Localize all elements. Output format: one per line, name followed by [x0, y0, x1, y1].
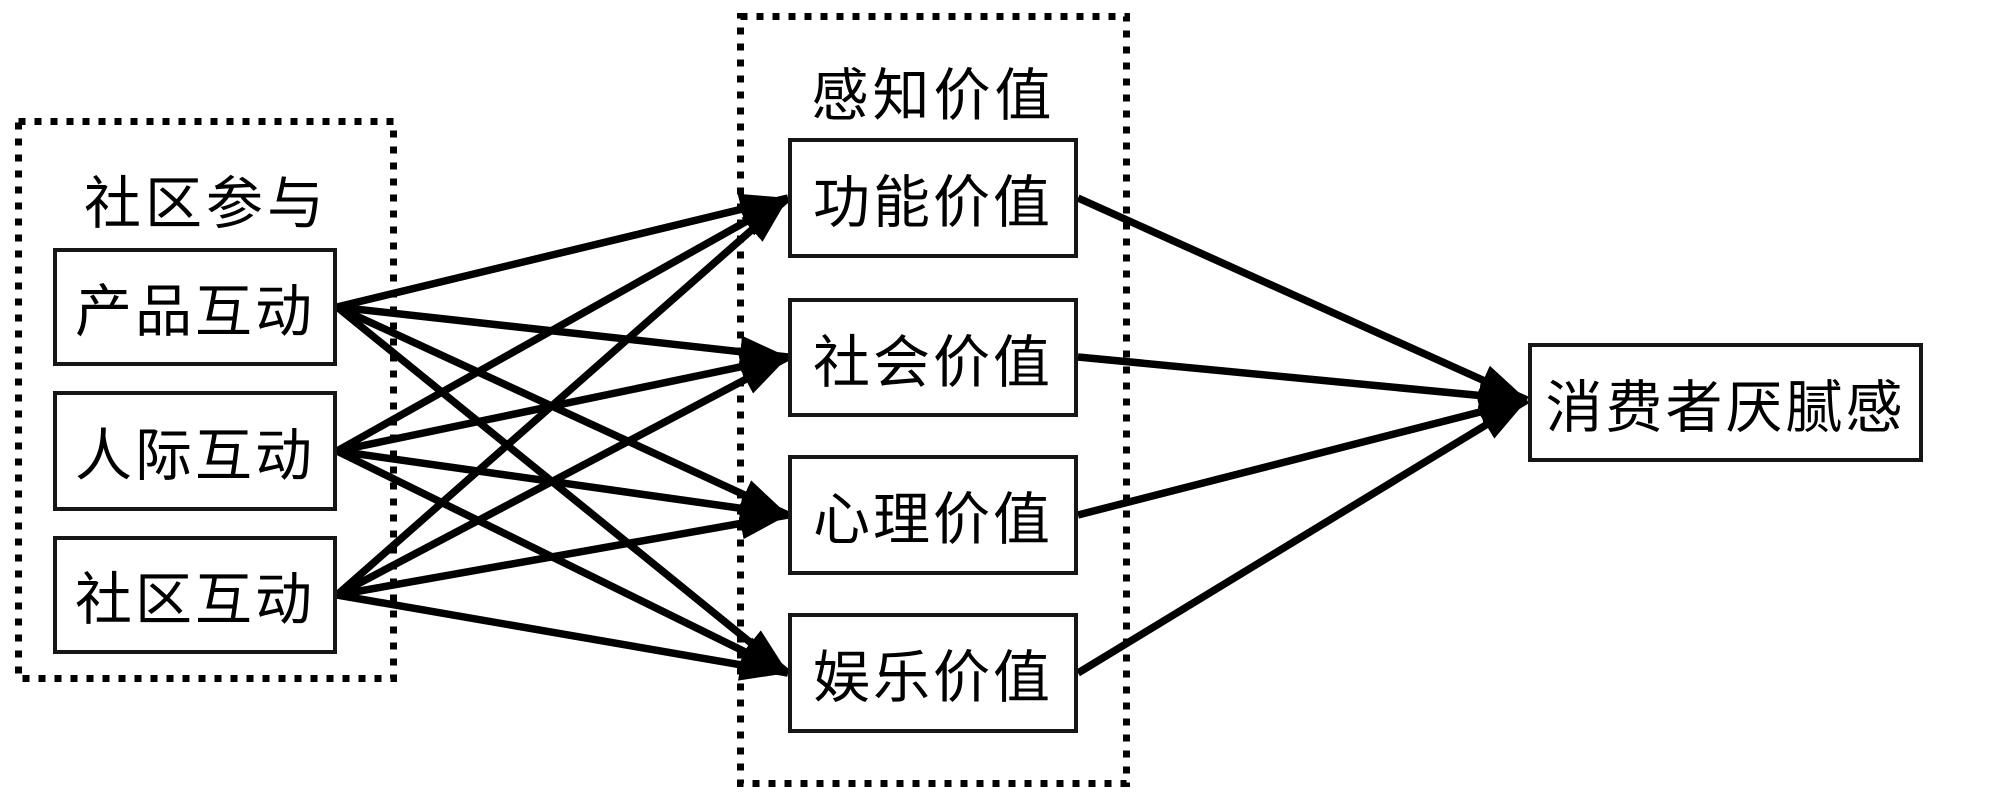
edge-functional-value-to-consumer-satiation [1076, 194, 1529, 404]
edge-community-interaction-to-functional-value [334, 195, 791, 598]
edge-community-interaction-to-social-value [335, 353, 790, 599]
node-product-interaction: 产品互动 [53, 248, 337, 366]
group-title-community-participation: 社区参与 [84, 173, 328, 236]
edge-interpersonal-interaction-to-psychological-value [336, 447, 789, 525]
edge-product-interaction-to-functional-value [336, 193, 789, 311]
node-label-functional-value: 功能价值 [813, 172, 1053, 235]
node-interpersonal-interaction: 人际互动 [53, 391, 337, 511]
node-label-community-interaction: 社区互动 [75, 569, 315, 632]
edge-product-interaction-to-entertainment-value [334, 304, 791, 676]
edge-social-value-to-consumer-satiation [1077, 353, 1528, 412]
node-psychological-value: 心理价值 [788, 455, 1078, 575]
edge-community-interaction-to-psychological-value [336, 507, 789, 599]
group-frame-perceived-value [737, 13, 1130, 787]
node-label-entertainment-value: 娱乐价值 [813, 647, 1053, 710]
node-entertainment-value: 娱乐价值 [788, 613, 1078, 733]
node-label-product-interaction: 产品互动 [75, 281, 315, 344]
node-label-psychological-value: 心理价值 [813, 489, 1053, 552]
node-label-interpersonal-interaction: 人际互动 [75, 425, 315, 488]
node-social-value: 社会价值 [788, 298, 1078, 417]
edge-psychological-value-to-consumer-satiation [1077, 396, 1528, 519]
edge-community-interaction-to-entertainment-value [336, 591, 789, 681]
edge-interpersonal-interaction-to-entertainment-value [335, 447, 790, 677]
edge-interpersonal-interaction-to-functional-value [335, 194, 790, 455]
edge-entertainment-value-to-consumer-satiation [1076, 396, 1529, 677]
group-frame-community-participation [15, 118, 397, 682]
node-community-interaction: 社区互动 [53, 536, 337, 654]
node-functional-value: 功能价值 [788, 138, 1078, 258]
node-label-social-value: 社会价值 [813, 331, 1053, 395]
group-title-perceived-value: 感知价值 [811, 65, 1056, 128]
node-label-consumer-satiation: 消费者厌腻感 [1545, 376, 1906, 440]
edge-product-interaction-to-psychological-value [335, 303, 790, 519]
node-consumer-satiation: 消费者厌腻感 [1528, 343, 1923, 462]
edge-interpersonal-interaction-to-social-value [336, 351, 789, 455]
edge-product-interaction-to-social-value [336, 303, 789, 368]
